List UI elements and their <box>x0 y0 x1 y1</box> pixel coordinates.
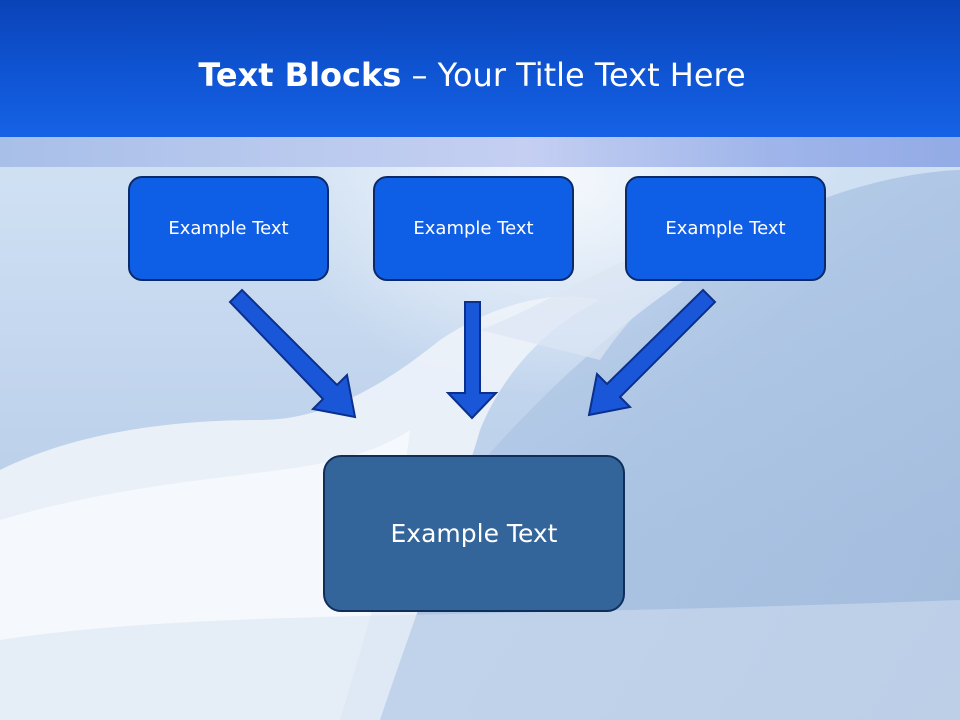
text-block-main[interactable]: Example Text <box>323 455 625 612</box>
slide-title: Text Blocks – Your Title Text Here <box>0 52 944 98</box>
slide-title-bold: Text Blocks <box>198 56 402 94</box>
arrow-right-down-left-icon <box>587 288 717 417</box>
title-underline-strip <box>0 137 960 167</box>
text-block-left[interactable]: Example Text <box>128 176 329 281</box>
slide-title-dash: – <box>401 56 438 94</box>
arrow-left-down-right-icon <box>228 288 357 419</box>
slide-title-rest: Your Title Text Here <box>437 56 746 94</box>
text-block-center[interactable]: Example Text <box>373 176 574 281</box>
arrow-down-icon <box>445 301 499 420</box>
text-block-right[interactable]: Example Text <box>625 176 826 281</box>
title-band <box>0 0 960 137</box>
